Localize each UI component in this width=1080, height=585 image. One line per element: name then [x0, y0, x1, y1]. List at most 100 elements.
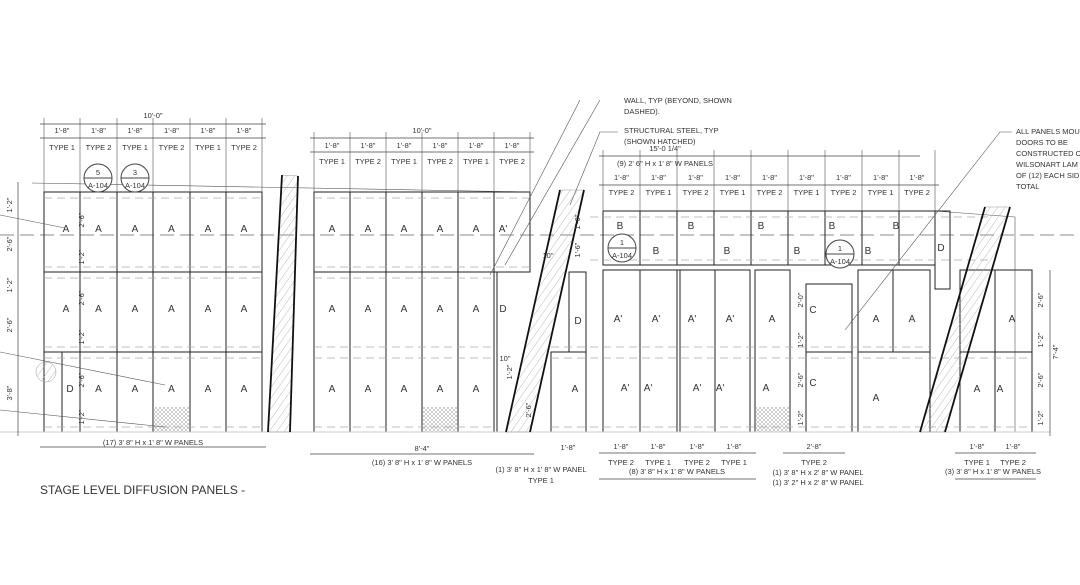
left-width-dim: 1'-8": [55, 126, 70, 135]
panel-label: A': [644, 383, 653, 394]
panel-label: A: [205, 224, 212, 235]
left-type-label: TYPE 2: [86, 143, 112, 152]
middle-width-dim: 1'-8": [397, 141, 412, 150]
middle-overall-dim: 10'-0": [412, 126, 431, 135]
single-panel-summary: (1) 3' 8" H x 1' 8" W PANEL: [496, 465, 587, 474]
middle-width-dim: 1'-8": [433, 141, 448, 150]
panel-label: A: [437, 224, 444, 235]
group8-type-label: TYPE 1: [645, 458, 671, 467]
groupC-width-dim: 2'-8": [807, 442, 822, 451]
left-inner-vdim: 1'-2": [77, 329, 86, 344]
group3-vdim: 2'-6": [1036, 292, 1045, 307]
note-text: DOORS TO BE: [1016, 138, 1068, 147]
groupC-vdim: 1'-2": [796, 332, 805, 347]
upper-right-width-dim: 1'-8": [651, 173, 666, 182]
middle-type-label: TYPE 1: [319, 157, 345, 166]
note-text: WILSONART LAM: [1016, 160, 1078, 169]
groupC-vdim: 2'-0": [796, 292, 805, 307]
upper-right-vdim: 1'-6": [573, 242, 582, 257]
middle-type-label: TYPE 2: [499, 157, 525, 166]
upper-right-type-label: TYPE 2: [904, 188, 930, 197]
upper-right-width-dim: 1'-8": [873, 173, 888, 182]
panel-label: A: [168, 384, 175, 395]
upper-right-type-label: TYPE 1: [794, 188, 820, 197]
panel-label: A: [572, 384, 579, 395]
panel-label: A: [401, 304, 408, 315]
groupC-vdim: 1'-2": [796, 410, 805, 425]
panel-label: A: [329, 224, 336, 235]
panel-label: A: [365, 224, 372, 235]
panel-label: A: [1009, 314, 1016, 325]
left-width-dim: 1'-8": [201, 126, 216, 135]
left-callout-1-sheet: A-104: [88, 181, 108, 190]
left-callout-2-number: 3: [133, 168, 137, 177]
panel-label: A: [95, 304, 102, 315]
middle-width-dim: 1'-8": [325, 141, 340, 150]
left-inner-vdim: 2'-6": [77, 290, 86, 305]
groupC-type-label: TYPE 2: [801, 458, 827, 467]
middle-type-label: TYPE 1: [463, 157, 489, 166]
group8-type-label: TYPE 2: [608, 458, 634, 467]
panel-label: A': [652, 314, 661, 325]
panel-label: B: [865, 246, 872, 257]
upper-right-type-label: TYPE 1: [720, 188, 746, 197]
panel-label: A': [621, 383, 630, 394]
panel-label: A: [63, 224, 70, 235]
panel-label: B: [829, 221, 836, 232]
panel-label: C: [809, 305, 816, 316]
panel-label: D: [937, 243, 944, 254]
left-vdim: 2'-6": [5, 236, 14, 251]
group8-width-dim: 1'-8": [651, 442, 666, 451]
note-text: ALL PANELS MOU: [1016, 127, 1080, 136]
group3-type-label: TYPE 1: [964, 458, 990, 467]
panel-label: A: [63, 304, 70, 315]
groupC-vdim: 2'-6": [796, 372, 805, 387]
middle-bottom-dim: 8'-4": [415, 444, 430, 453]
group3-vdim: 1'-2": [1036, 410, 1045, 425]
single-width-dim: 1'-8": [561, 443, 576, 452]
left-type-label: TYPE 1: [122, 143, 148, 152]
middle-width-dim: 1'-8": [505, 141, 520, 150]
panel-label: A: [997, 384, 1004, 395]
left-type-label: TYPE 2: [231, 143, 257, 152]
upper-right-vdim: 10": [542, 251, 553, 260]
middle-vdim: 1'-2": [505, 364, 514, 379]
panel-label: A: [95, 384, 102, 395]
note-text: OF (12) EACH SID: [1016, 171, 1080, 180]
panel-label: B: [688, 221, 695, 232]
group3-vdim: 1'-2": [1036, 332, 1045, 347]
panel-label: A: [763, 383, 770, 394]
left-vdim: 1'-2": [5, 197, 14, 212]
panel-label: A: [437, 384, 444, 395]
upper-right-type-label: TYPE 2: [683, 188, 709, 197]
left-inner-vdim: 1'-2": [77, 409, 86, 424]
panel-label: B: [758, 221, 765, 232]
panel-label: A: [95, 224, 102, 235]
upper-right-type-label: TYPE 1: [868, 188, 894, 197]
left-width-dim: 1'-8": [128, 126, 143, 135]
group8-type-label: TYPE 2: [684, 458, 710, 467]
panel-label: B: [794, 246, 801, 257]
panel-label: D: [574, 316, 581, 327]
panel-label: A: [365, 384, 372, 395]
left-width-dim: 1'-8": [237, 126, 252, 135]
panel-label: B: [617, 221, 624, 232]
left-type-label: TYPE 1: [49, 143, 75, 152]
panel-label: A: [329, 304, 336, 315]
panel-label: A: [205, 384, 212, 395]
note-text: WALL, TYP (BEYOND, SHOWN: [624, 96, 732, 105]
single-type-label: TYPE 1: [528, 476, 554, 485]
panel-label: A: [473, 304, 480, 315]
panel-label: A: [769, 314, 776, 325]
group8-summary: (8) 3' 8" H x 1' 8" W PANELS: [629, 467, 725, 476]
panel-label: C: [809, 378, 816, 389]
left-type-label: TYPE 2: [159, 143, 185, 152]
upper-right-type-label: TYPE 1: [646, 188, 672, 197]
panel-label: A: [974, 384, 981, 395]
panel-label: A: [168, 304, 175, 315]
left-callout-1-number: 5: [96, 168, 100, 177]
upper-right-summary: (9) 2' 6" H x 1' 8" W PANELS: [617, 159, 713, 168]
panel-label: A': [716, 383, 725, 394]
panel-label: A: [168, 224, 175, 235]
